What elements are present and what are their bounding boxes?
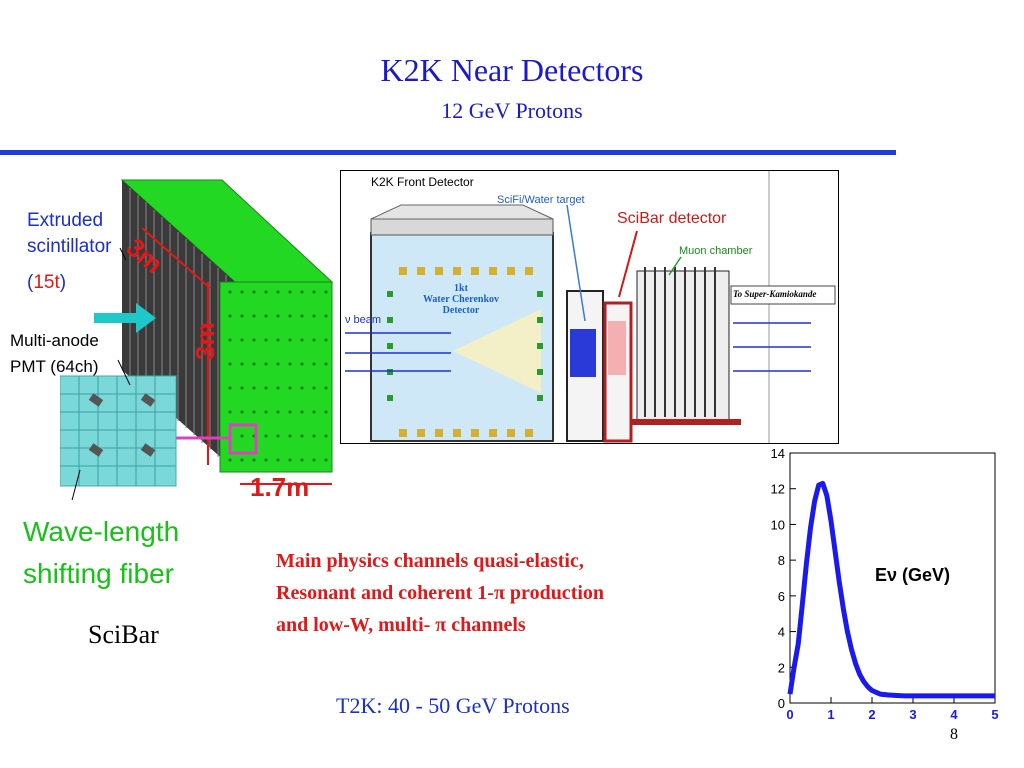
depth-dimension-line bbox=[141, 227, 211, 289]
fiber-dots bbox=[228, 290, 328, 462]
beam-lines bbox=[345, 322, 811, 372]
tank-roof bbox=[370, 218, 554, 236]
front-detector-panel: K2K Front Detector SciFi/Water target Sc… bbox=[340, 170, 839, 444]
physics-line1: Main physics channels quasi-elastic, bbox=[276, 550, 584, 572]
extruded-label-line2: scintillator bbox=[27, 236, 112, 257]
pmt-column-side bbox=[387, 291, 543, 401]
chart-annotation: Eν (GeV) bbox=[875, 565, 950, 585]
wc-line2: Water Cherenkov bbox=[422, 294, 499, 305]
x-tick-label: 3 bbox=[909, 707, 916, 722]
scifi-pointer bbox=[566, 204, 586, 322]
y-tick-label: 8 bbox=[778, 553, 785, 568]
scibar-detector-figure bbox=[60, 179, 334, 500]
cherenkov-cone bbox=[453, 309, 541, 393]
pmt-label-line2: PMT (64ch) bbox=[10, 357, 99, 376]
x-tick-label: 4 bbox=[950, 707, 958, 722]
scibar-detector-label: SciBar detector bbox=[617, 210, 727, 227]
mass-open-paren: ( bbox=[27, 272, 34, 293]
wc-line3: Detector bbox=[442, 305, 480, 316]
x-tick-label: 0 bbox=[786, 707, 793, 722]
fiber-inset bbox=[60, 375, 177, 487]
front-detector-schematic bbox=[345, 171, 836, 443]
tank-dome bbox=[370, 204, 554, 220]
extruded-label-line1: Extruded bbox=[27, 210, 104, 231]
pmt-label-line1: Multi-anode bbox=[10, 331, 99, 350]
beam-label: ν beam bbox=[345, 314, 382, 326]
scifi-label: SciFi/Water target bbox=[497, 194, 585, 206]
page-number: 8 bbox=[950, 726, 958, 743]
y-tick-label: 14 bbox=[771, 446, 785, 461]
width-dimension-label: 1.7m bbox=[250, 472, 310, 502]
wc-line1: 1kt bbox=[454, 283, 468, 294]
x-axis-ticks: 0 1 2 3 4 5 bbox=[786, 697, 999, 722]
x-tick-label: 2 bbox=[868, 707, 875, 722]
wls-pointer bbox=[71, 469, 81, 500]
muon-chamber-label: Muon chamber bbox=[679, 245, 753, 257]
title-divider bbox=[0, 150, 896, 155]
energy-spectrum-line bbox=[787, 480, 995, 699]
slide-subtitle: 12 GeV Protons bbox=[441, 98, 583, 123]
physics-channels-text: Main physics channels quasi-elastic, Res… bbox=[276, 545, 756, 641]
height-dimension-label: 3m bbox=[190, 322, 220, 360]
sk-label-box bbox=[730, 285, 836, 305]
x-tick-label: 5 bbox=[991, 707, 998, 722]
y-tick-label: 2 bbox=[778, 660, 785, 675]
muon-chamber-plates bbox=[644, 267, 716, 417]
physics-line2: Resonant and coherent 1-π production bbox=[276, 582, 605, 604]
front-detector-header: K2K Front Detector bbox=[371, 175, 474, 189]
x-tick-label: 1 bbox=[827, 707, 834, 722]
scibar-pointer bbox=[618, 230, 638, 298]
slide-title: K2K Near Detectors bbox=[380, 52, 644, 88]
water-cherenkov-label: 1kt Water Cherenkov Detector bbox=[401, 283, 521, 316]
scifi-water-target bbox=[570, 329, 596, 377]
y-tick-label: 4 bbox=[778, 625, 785, 640]
support-beam bbox=[631, 419, 741, 425]
super-kamiokande-label: To Super-Kamiokande bbox=[733, 289, 817, 299]
scintillator-bars bbox=[129, 188, 227, 464]
scibar-block bbox=[608, 321, 626, 375]
physics-line3: and low-W, multi- π channels bbox=[276, 614, 526, 636]
wls-label-line2: shifting fiber bbox=[23, 558, 174, 589]
y-tick-label: 0 bbox=[778, 696, 785, 711]
wls-label-line1: Wave-length bbox=[23, 516, 180, 547]
fiber-cells bbox=[88, 393, 156, 457]
scibar-front-face bbox=[219, 281, 333, 473]
pmt-row-top bbox=[399, 267, 533, 275]
mass-value: 15t bbox=[33, 272, 60, 293]
mass-close-paren: ) bbox=[59, 272, 67, 293]
y-tick-label: 6 bbox=[778, 589, 785, 604]
y-axis-ticks: 0 2 4 6 8 10 12 14 bbox=[771, 446, 796, 711]
fiber-inset-grid bbox=[60, 376, 176, 486]
muon-pointer bbox=[668, 256, 682, 276]
t2k-label: T2K: 40 - 50 GeV Protons bbox=[336, 693, 570, 718]
pmt-row-bottom bbox=[399, 429, 533, 437]
mass-label: (15t) bbox=[27, 272, 66, 294]
scibar-caption: SciBar bbox=[88, 620, 159, 649]
extruded-pointer bbox=[119, 247, 127, 261]
beam-arrow-icon bbox=[94, 303, 156, 333]
y-tick-label: 10 bbox=[771, 517, 785, 532]
pmt-pointer bbox=[117, 359, 131, 386]
y-tick-label: 12 bbox=[771, 482, 785, 497]
